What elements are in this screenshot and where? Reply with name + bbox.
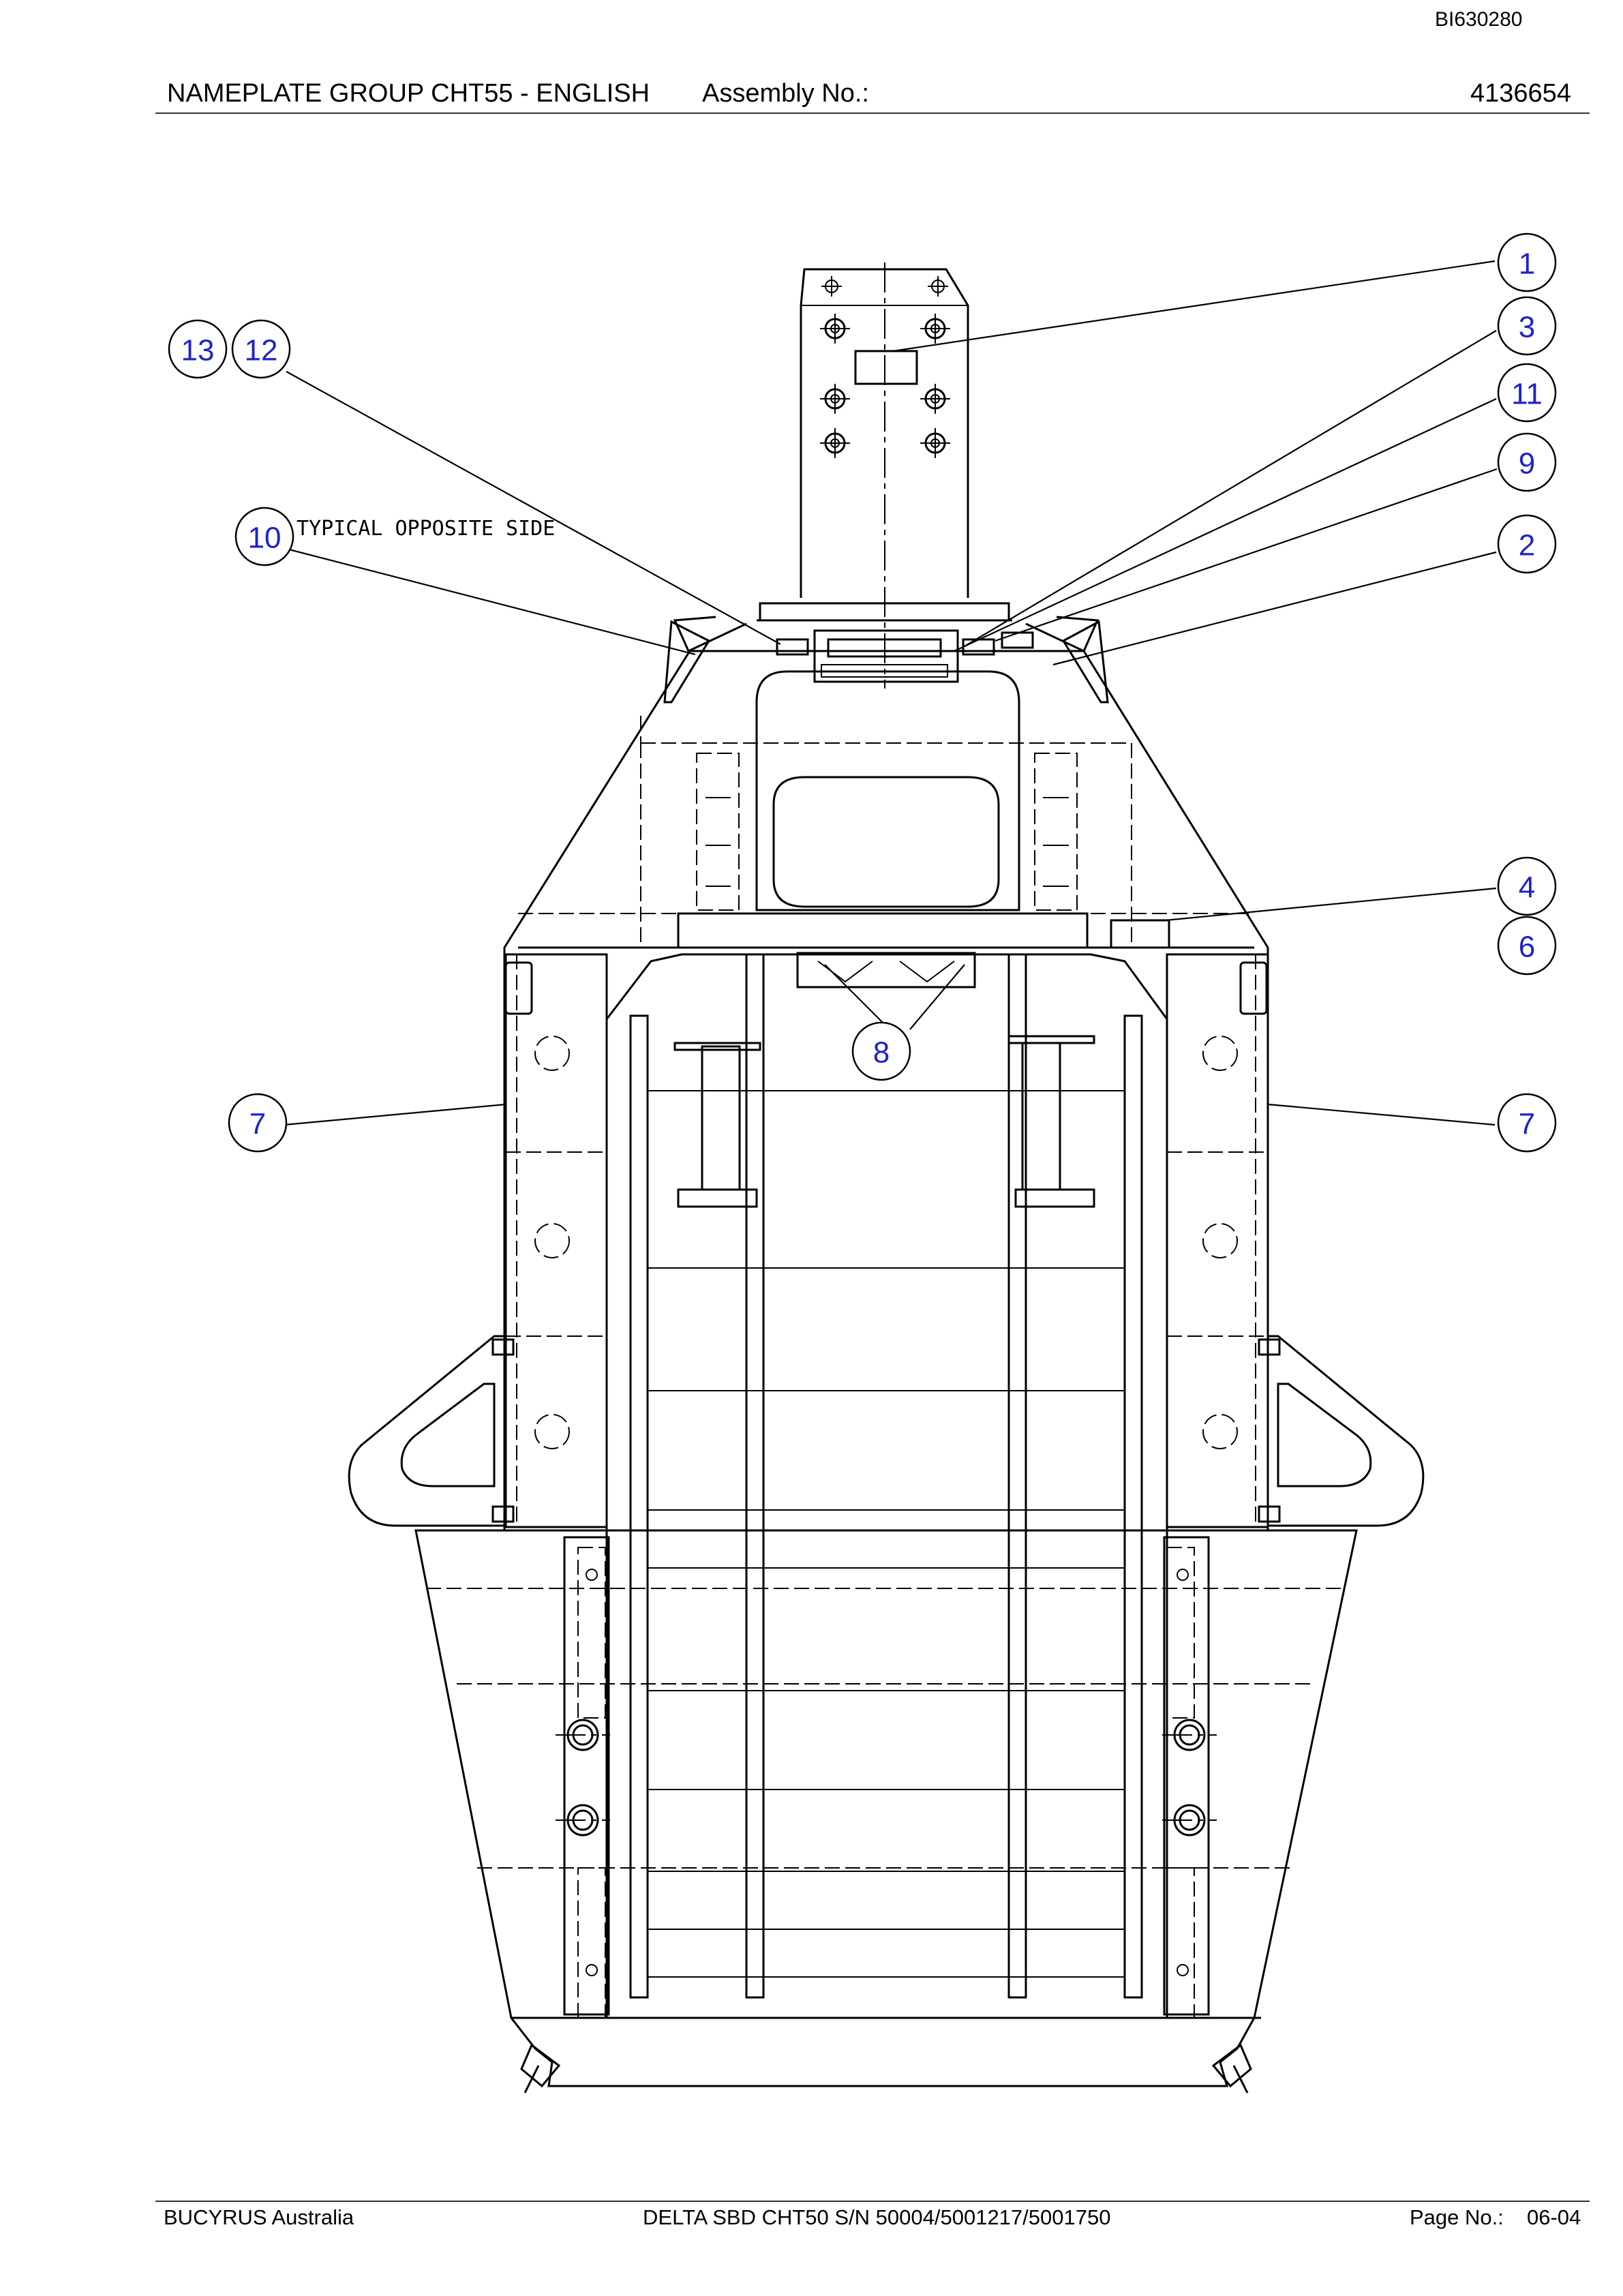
svg-text:7: 7 — [1519, 1108, 1535, 1141]
svg-text:10: 10 — [248, 522, 282, 555]
footer-machine: DELTA SBD CHT50 S/N 50004/5001217/500175… — [643, 2205, 1111, 2229]
footer-page-label: Page No.: — [1410, 2205, 1504, 2229]
nameplate-area — [757, 602, 1034, 683]
bolt-holes — [820, 276, 950, 458]
window-openings — [755, 670, 1020, 911]
svg-text:3: 3 — [1519, 311, 1535, 344]
ladder — [605, 953, 1168, 2018]
svg-text:8: 8 — [873, 1036, 890, 1070]
header-rule — [155, 112, 1590, 114]
callout-9: 9 — [1497, 432, 1557, 492]
hopper-lugs — [556, 1719, 1217, 1837]
assembly-number: 4136654 — [1470, 79, 1571, 108]
footer-rule — [155, 2201, 1590, 2202]
svg-text:13: 13 — [181, 334, 215, 367]
lifting-handles — [348, 1335, 1425, 1527]
footer-company: BUCYRUS Australia — [164, 2205, 354, 2229]
callout-3: 3 — [1497, 296, 1557, 356]
upper-posts — [696, 753, 1078, 911]
callout-11: 11 — [1497, 363, 1557, 423]
assembly-label: Assembly No.: — [702, 79, 869, 108]
page-title: NAMEPLATE GROUP CHT55 - ENGLISH — [167, 79, 650, 108]
callout-1: 1 — [1497, 232, 1557, 292]
svg-text:2: 2 — [1519, 529, 1535, 562]
cross-beam — [677, 912, 1170, 988]
callout-7-right: 7 — [1497, 1093, 1557, 1153]
lower-hopper — [414, 1529, 1358, 2087]
callout-2: 2 — [1497, 514, 1557, 574]
top-mount-bracket — [800, 262, 969, 689]
bottom-pins — [520, 2043, 1252, 2094]
footer-page-number: 06-04 — [1527, 2205, 1581, 2229]
svg-text:4: 4 — [1519, 871, 1535, 905]
svg-text:11: 11 — [1511, 378, 1543, 411]
callout-8: 8 — [851, 1021, 911, 1081]
callout-6: 6 — [1497, 916, 1557, 976]
callout-13: 13 — [168, 319, 228, 379]
note-typical-opposite-side: TYPICAL OPPOSITE SIDE — [297, 517, 555, 541]
svg-text:9: 9 — [1519, 447, 1535, 481]
svg-text:12: 12 — [245, 334, 278, 367]
svg-text:1: 1 — [1519, 247, 1535, 281]
callout-10: 10 — [234, 507, 294, 567]
svg-text:6: 6 — [1519, 931, 1535, 964]
callout-7-left: 7 — [228, 1093, 288, 1153]
callout-4: 4 — [1497, 856, 1557, 916]
document-reference: BI630280 — [1435, 8, 1523, 31]
leader-lines — [284, 260, 1498, 1126]
callout-12: 12 — [231, 319, 291, 379]
svg-text:7: 7 — [249, 1108, 266, 1141]
